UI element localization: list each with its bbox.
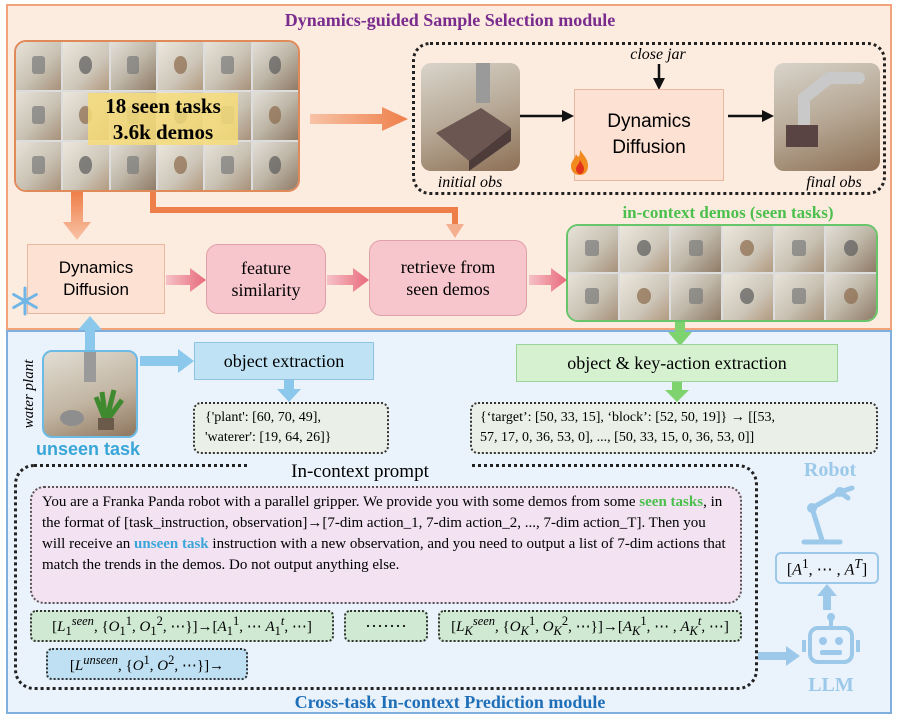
prompt-part2: , in the format of [task_instruction, ob… [42,494,723,552]
feature-line2: similarity [231,280,301,300]
llm-robot-icon [802,613,860,664]
seen-tasks-grid [14,40,300,192]
seen-tasks-label: 18 seen tasks 3.6k demos [88,93,238,145]
arrow-diffusion-to-final [728,110,774,122]
key-action-extraction-box: object & key-action extraction [516,344,838,382]
object-features-box: {'plant': [60, 70, 49], 'waterer': [19, … [193,402,389,454]
arrow-feature-to-retrieve [327,268,369,292]
unseen-task-image [42,350,138,438]
initial-obs-image [421,63,520,171]
retrieve-box: retrieve from seen demos [369,240,527,316]
arrow-retrieve-to-demos [529,268,567,292]
snowflake-icon [12,286,38,316]
task-thumbnail [252,42,298,90]
demo-thumbnail [774,226,825,272]
task-thumbnail [205,42,251,90]
dynamics-diffusion-box: Dynamics Diffusion [574,89,724,181]
arrow-unseen-to-dynamics [78,316,102,350]
demo-thumbnail [723,226,773,272]
initial-obs-label: initial obs [437,174,503,191]
arrow-to-dynamics [310,107,408,131]
retrieve-line1: retrieve from [400,257,496,277]
demo-thumbnail [568,274,618,320]
arrow-grid-to-dynamics [63,192,91,240]
action-output-box: [A1, ⋯ , AT] [775,552,879,584]
demo-thumbnail [619,226,670,272]
task-thumbnail [63,42,109,90]
task-thumbnail [157,42,204,90]
dynamics-diffusion-pretraining [412,42,886,195]
object-features-line1: {'plant': [60, 70, 49], [205,410,321,425]
demo-thumbnail [671,274,721,320]
demo-thumbnail [568,226,618,272]
task-thumbnail [16,92,62,140]
prompt-title: In-context prompt [250,460,470,484]
final-obs-image [774,63,880,171]
sequence-ellipsis: ······· [344,610,428,642]
key-action-features-box: {‘target’: [50, 33, 15], ‘block’: [52, 5… [470,402,878,454]
robot-title: Robot [803,458,857,481]
frozen-diffusion-line1: Dynamics [58,258,134,277]
arrow-dynamics-to-feature [166,268,206,292]
demo-thumbnail [774,274,825,320]
task-thumbnail [205,142,251,190]
prompt-text: You are a Franka Panda robot with a para… [30,486,742,604]
fire-icon [571,150,588,175]
arrow-keyaction-to-features [665,382,689,402]
unseen-task-instruction: water plant [21,359,37,429]
arrow-object-to-features [277,380,301,402]
unseen-side-label-wrap: water plant [21,344,40,444]
seen-demos-count: 3.6k demos [112,120,214,144]
arrow-prompt-to-llm [758,646,800,666]
arrow-instruction-to-diffusion [653,64,665,90]
feature-line1: feature [241,258,291,278]
object-features-line2: 'waterer': [19, 64, 26]} [205,430,332,445]
task-thumbnail [110,142,156,190]
demo-thumbnail [826,226,876,272]
bottom-module-title: Cross-task In-context Prediction module [294,691,606,712]
seen-demo-sequence-1: [L1seen, {O11, O12, ⋯}]→[A11, ⋯ A1t, ⋯] [30,610,334,642]
robot-arm-icon [801,485,855,545]
demo-thumbnail [826,274,876,320]
demo-thumbnail [619,274,670,320]
prompt-seen-phrase: seen tasks [639,494,704,510]
key-action-line2: 57, 17, 0, 36, 53, 0], ..., [50, 33, 15,… [480,430,755,445]
top-module-title: Dynamics-guided Sample Selection module [284,9,616,30]
arrow-initial-to-diffusion [520,110,574,122]
final-obs-label: final obs [806,174,862,191]
arrow-demos-to-extraction [668,322,692,346]
task-thumbnail [16,142,62,190]
task-instruction: close jar [630,46,686,63]
prompt-part3: instruction with a new observation, and … [42,536,726,573]
prompt-part1: You are a Franka Panda robot with a para… [42,494,640,510]
dynamics-diffusion-frozen: Dynamics Diffusion [27,244,165,314]
retrieve-line2: seen demos [406,279,490,299]
in-context-demos-grid [566,224,878,322]
llm-label: LLM [808,673,854,696]
unseen-task-caption: unseen task [35,438,141,459]
arrow-grid-to-retrieve [150,192,464,238]
arrow-unseen-to-object-extraction [140,349,194,373]
task-thumbnail [157,142,204,190]
key-action-line1: {‘target’: [50, 33, 15], ‘block’: [52, 5… [480,410,776,425]
prompt-unseen-phrase: unseen task [134,536,209,552]
diffusion-label-line1: Dynamics [607,111,691,132]
demo-thumbnail [723,274,773,320]
arrow-llm-to-output [817,584,837,610]
demo-thumbnail [671,226,721,272]
unseen-query-sequence: [Lunseen, {O1, O2, ⋯}]→ [46,648,248,680]
feature-similarity-box: feature similarity [206,244,326,314]
in-context-demos-title: in-context demos (seen tasks) [622,203,834,222]
task-thumbnail [110,42,156,90]
task-thumbnail [252,92,298,140]
task-thumbnail [63,142,109,190]
task-thumbnail [252,142,298,190]
frozen-diffusion-line2: Diffusion [63,280,129,299]
seen-demo-sequence-k: [LKseen, {OK1, OK2, ⋯}]→[AK1, ⋯ , AKt, ⋯… [438,610,742,642]
diffusion-label-line2: Diffusion [612,137,686,158]
object-extraction-box: object extraction [194,342,374,380]
seen-tasks-count: 18 seen tasks [105,94,221,118]
task-thumbnail [16,42,62,90]
